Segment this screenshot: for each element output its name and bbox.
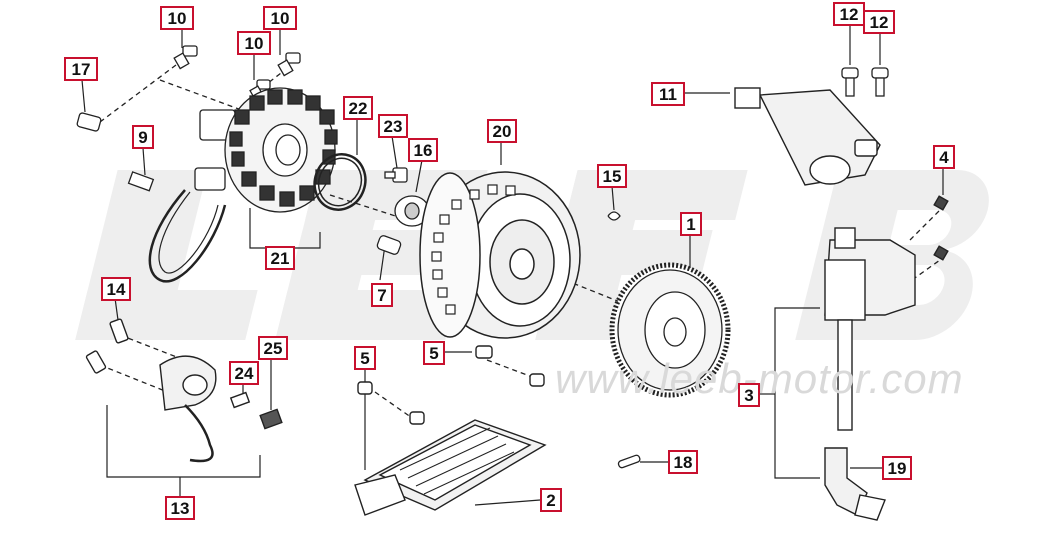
callout-12-left: 12 — [833, 2, 865, 26]
callout-23: 23 — [378, 114, 408, 138]
callout-25: 25 — [258, 336, 288, 360]
callout-9: 9 — [132, 125, 154, 149]
starter-gear-1 — [609, 262, 731, 398]
part-15-key — [607, 211, 621, 221]
callout-3: 3 — [738, 383, 760, 407]
callout-20: 20 — [487, 119, 517, 143]
callout-21: 21 — [265, 246, 295, 270]
part-7-key — [376, 235, 402, 255]
callout-7: 7 — [371, 283, 393, 307]
leader-lines — [81, 25, 944, 506]
callout-17: 17 — [64, 57, 98, 81]
regulator-2 — [354, 345, 547, 516]
screw-12a — [841, 67, 859, 97]
callout-18: 18 — [668, 450, 698, 474]
callout-2: 2 — [540, 488, 562, 512]
callout-24: 24 — [229, 361, 259, 385]
callout-14: 14 — [101, 277, 131, 301]
ignition-coil-3 — [824, 195, 949, 521]
callout-19: 19 — [882, 456, 912, 480]
callout-5-left: 5 — [354, 346, 376, 370]
callout-11: 11 — [651, 82, 685, 106]
screw-12b — [871, 67, 889, 97]
pin-18 — [617, 454, 641, 469]
part-17-grommet — [76, 112, 102, 132]
callout-15: 15 — [597, 164, 627, 188]
callout-12-right: 12 — [863, 10, 895, 34]
callout-5-right: 5 — [423, 341, 445, 365]
pulse-generator-13 — [85, 318, 283, 463]
bolt-10b — [277, 52, 301, 77]
callout-16: 16 — [408, 138, 438, 162]
starter-motor-11 — [734, 87, 881, 186]
callout-4: 4 — [933, 145, 955, 169]
part-22-circlip — [313, 153, 367, 211]
callout-13: 13 — [165, 496, 195, 520]
stator-assembly-21 — [127, 87, 338, 283]
callout-22: 22 — [343, 96, 373, 120]
bolt-10a — [173, 45, 198, 70]
bolt-5a — [475, 345, 493, 359]
callout-10-right: 10 — [263, 6, 297, 30]
callout-10-middle: 10 — [237, 31, 271, 55]
callout-1: 1 — [680, 212, 702, 236]
flywheel-20 — [419, 171, 581, 339]
callout-10-left: 10 — [160, 6, 194, 30]
part-23-bolt — [384, 167, 408, 183]
